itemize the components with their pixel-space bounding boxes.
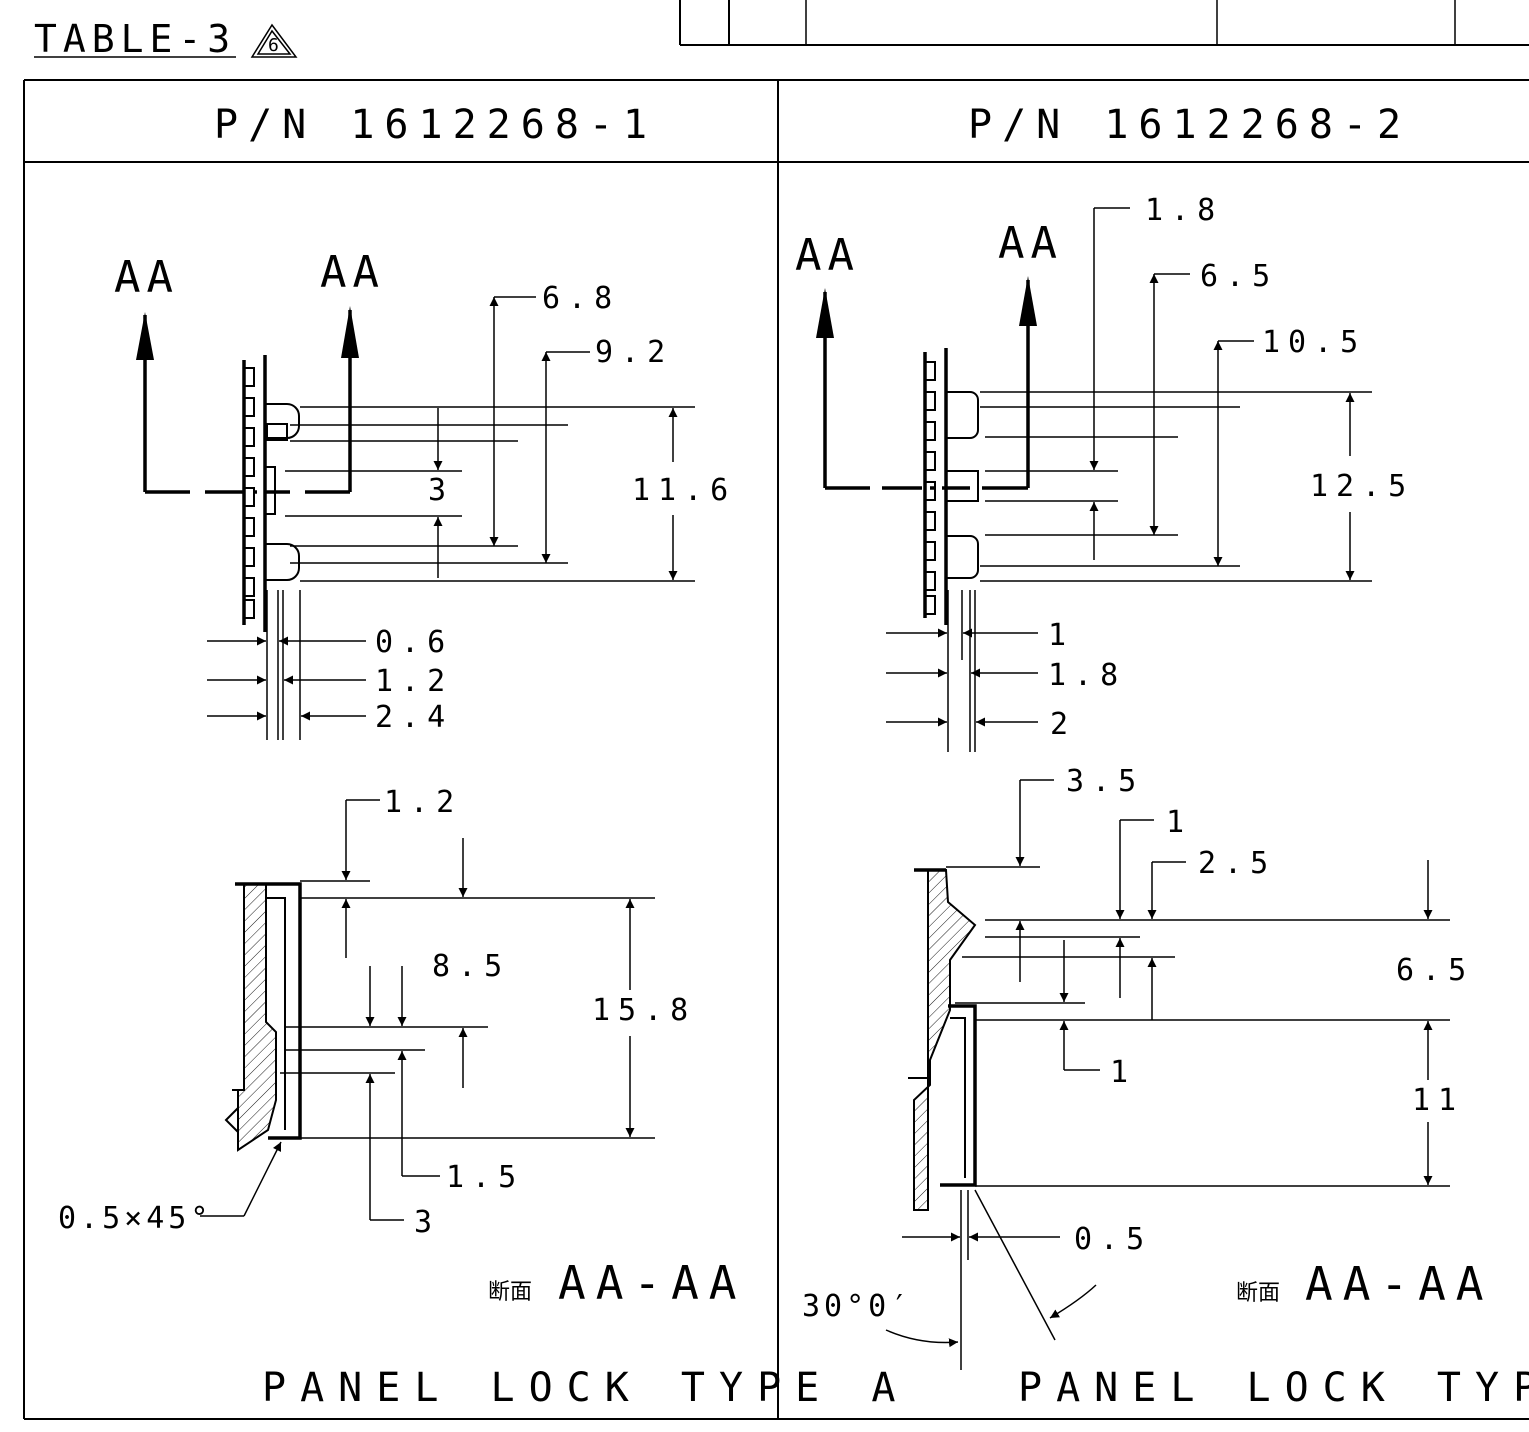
- right-dim-1: 1: [1048, 618, 1074, 653]
- right-part-number: P/N 1612268-2: [968, 102, 1411, 148]
- left-panel: P/N 1612268-1 AA AA: [58, 102, 909, 1411]
- left-section-view: 1.2 8.5 15.8 1.5 3 0.5×45°: [58, 785, 696, 1240]
- right-section-line: [816, 276, 1037, 490]
- left-connector-body: [242, 355, 300, 632]
- table-frame: [23, 79, 1529, 1420]
- right-sec-dim-6-5: 6.5: [1396, 953, 1474, 988]
- left-section-line: [136, 306, 359, 494]
- right-panel: P/N 1612268-2 AA AA: [795, 102, 1529, 1411]
- left-sec-dim-chamfer: 0.5×45°: [58, 1201, 212, 1236]
- left-section-label: AA-AA: [558, 1256, 746, 1310]
- right-section-view: 3.5 1 2.5 6.5 1 11 0.5: [802, 764, 1474, 1370]
- right-sec-dim-1a: 1: [1166, 805, 1192, 840]
- right-sec-dim-0-5: 0.5: [1074, 1222, 1152, 1257]
- left-section-marker-a: AA: [114, 252, 179, 303]
- left-dim-9-2: 9.2: [595, 335, 673, 370]
- left-sec-dim-1-2: 1.2: [384, 785, 462, 820]
- left-sec-dim-15-8: 15.8: [592, 993, 696, 1028]
- table-label: TABLE-3: [34, 17, 236, 61]
- right-sec-dim-1b: 1: [1110, 1055, 1136, 1090]
- right-top-dimensions: 1.8 6.5 10.5 12.5 1 1.8 2: [886, 193, 1414, 752]
- right-dim-12-5: 12.5: [1310, 469, 1414, 504]
- right-connector-body: [923, 348, 979, 625]
- left-footer: PANEL LOCK TYPE A: [262, 1365, 909, 1411]
- right-dim-6-5: 6.5: [1200, 259, 1278, 294]
- right-dim-1-8b: 1.8: [1048, 658, 1126, 693]
- right-sec-dim-3-5: 3.5: [1066, 764, 1144, 799]
- left-section-jp: 断面: [488, 1280, 532, 1305]
- left-dim-11-6: 11.6: [632, 473, 736, 508]
- revision-triangle-icon: 6: [250, 23, 298, 58]
- left-top-dimensions: 3 6.8 9.2 11.6 0.6 1.2 2.4: [207, 281, 736, 740]
- title-block-stub: [679, 0, 1529, 46]
- right-sec-dim-2-5: 2.5: [1198, 846, 1276, 881]
- left-dim-6-8: 6.8: [542, 281, 620, 316]
- right-section-marker-a: AA: [795, 230, 860, 281]
- right-sec-dim-11: 11: [1412, 1083, 1464, 1118]
- left-sec-dim-8-5: 8.5: [432, 949, 510, 984]
- left-sec-dim-1-5: 1.5: [446, 1160, 524, 1195]
- left-part-number: P/N 1612268-1: [214, 102, 657, 148]
- right-dim-1-8: 1.8: [1145, 193, 1223, 228]
- left-dim-2-4: 2.4: [375, 700, 453, 735]
- right-dim-2: 2: [1050, 707, 1076, 742]
- revision-number: 6: [268, 35, 279, 56]
- left-sec-dim-3: 3: [414, 1205, 440, 1240]
- left-dim-0-6: 0.6: [375, 625, 453, 660]
- left-section-marker-b: AA: [320, 247, 385, 298]
- left-dim-3: 3: [428, 473, 454, 508]
- right-sec-dim-angle: 30°0′: [802, 1289, 912, 1324]
- right-section-jp: 断面: [1236, 1281, 1280, 1306]
- right-section-label: AA-AA: [1305, 1257, 1493, 1311]
- right-dim-10-5: 10.5: [1262, 325, 1366, 360]
- right-footer: PANEL LOCK TYPE B: [1018, 1365, 1529, 1411]
- left-dim-1-2: 1.2: [375, 664, 453, 699]
- right-section-marker-b: AA: [998, 218, 1063, 269]
